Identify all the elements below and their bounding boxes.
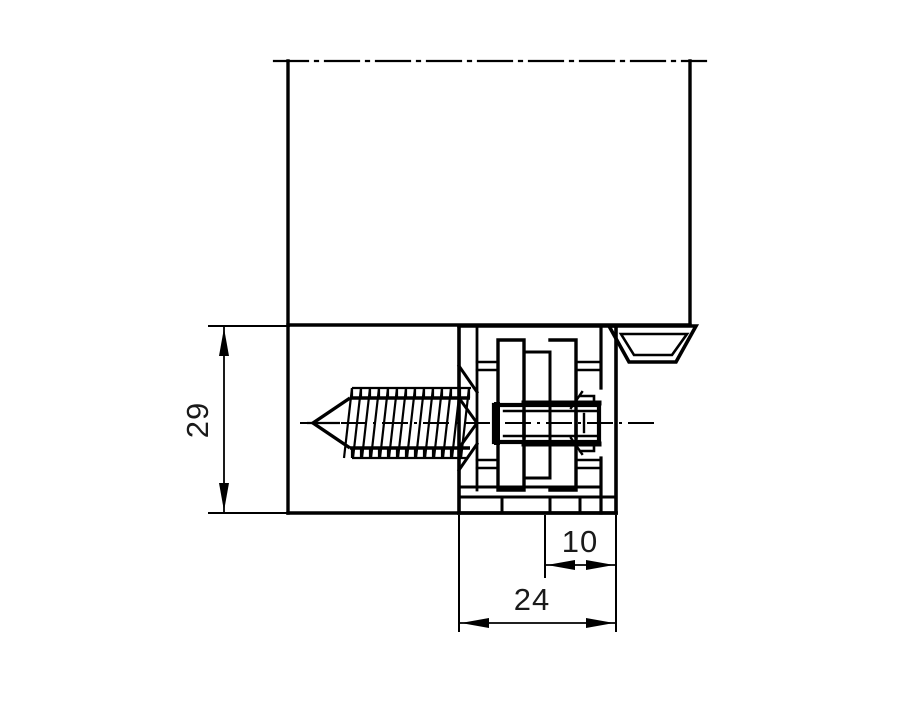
- dim29-arrow-top: [219, 328, 229, 356]
- ledge-upper-right: [574, 360, 603, 372]
- ledge-lower-left: [475, 458, 500, 470]
- ledge-upper-left: [475, 360, 500, 372]
- gasket-inner-outline: [618, 332, 690, 357]
- dim10-arrow-right: [586, 560, 614, 570]
- dimension-29-label: 29: [180, 402, 215, 438]
- dimension-10: [544, 515, 617, 632]
- dim24-arrow-right: [586, 618, 614, 628]
- rib-lower-c: [548, 410, 578, 492]
- dim24-arrow-left: [461, 618, 489, 628]
- gasket-outer-outline: [605, 324, 700, 364]
- plinth-band-lines: [457, 485, 618, 499]
- dimension-24: [458, 515, 616, 632]
- slot-lead-line-upper: [569, 390, 584, 410]
- dimension-10-label: 10: [562, 524, 598, 559]
- dim10-arrow-left: [547, 560, 575, 570]
- screw-seat-chamfer-lower: [456, 441, 480, 473]
- screw-seat-chamfer-upper: [456, 363, 480, 395]
- screw-thread-crests-bottom: [350, 448, 462, 458]
- dimension-24-label: 24: [514, 582, 550, 617]
- plinth-dividers: [500, 495, 582, 515]
- slot-lead-line-lower: [569, 436, 584, 456]
- slot-lower: [578, 442, 596, 453]
- dim29-arrow-bottom: [219, 483, 229, 511]
- gasket-profile: [605, 324, 700, 364]
- ledge-lower-right: [574, 458, 603, 470]
- slot-details: [569, 390, 596, 456]
- slot-upper: [578, 394, 596, 405]
- bushing-bore-lines: [502, 409, 601, 438]
- connector-housing: [456, 324, 618, 515]
- dimension-29: [208, 325, 290, 514]
